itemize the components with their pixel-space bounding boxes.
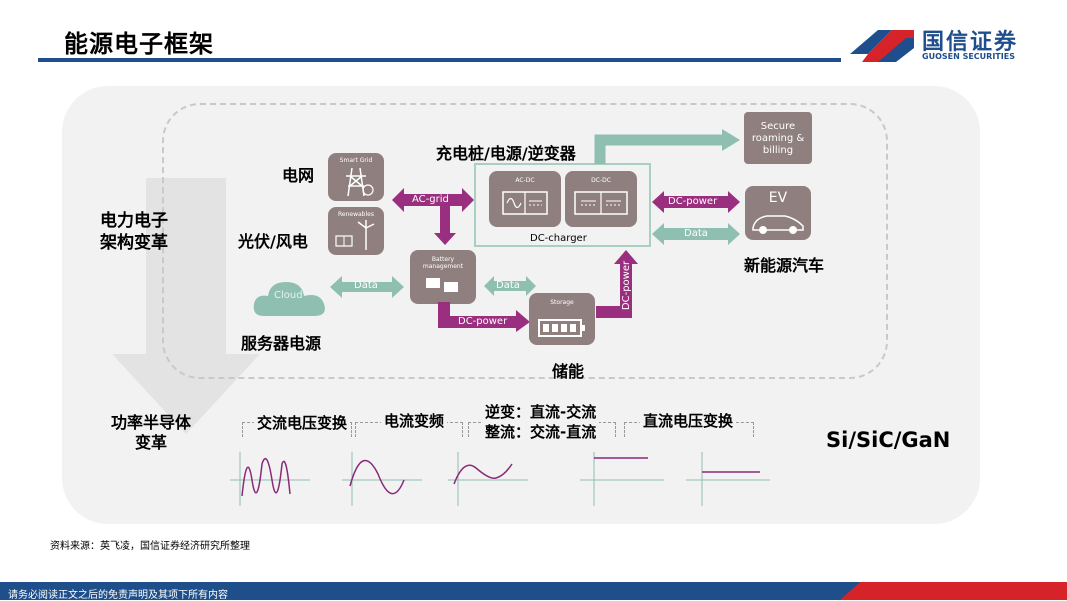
dc-dc-label: DC-DC: [591, 177, 611, 184]
renewables-node: Renewables: [328, 207, 384, 255]
dc-power-vertical-arrow: [596, 250, 638, 318]
dc-power-vertical-label: DC-power: [621, 260, 633, 311]
source-note: 资料来源：英飞凌，国信证券经济研究所整理: [50, 541, 250, 552]
ac-grid-label: AC-grid: [412, 194, 449, 205]
waveform-ac-voltage: [230, 452, 310, 506]
dc-power-ev-label: DC-power: [668, 196, 718, 207]
secure-billing-node: Secure roaming & billing: [744, 112, 812, 164]
footer-bar: [0, 582, 1067, 600]
data-battery-label: Data: [496, 280, 520, 291]
ev-label: 新能源汽车: [744, 256, 825, 275]
ac-dc-node: AC-DC: [489, 171, 561, 227]
charger-label: 充电桩/电源/逆变器: [436, 144, 576, 163]
grid-label: 电网: [282, 166, 315, 185]
system-boundary: [162, 103, 888, 379]
storage-node-label: Storage: [550, 299, 574, 306]
battery-storage-icon: [538, 319, 585, 337]
dc-power-bottom-label: DC-power: [458, 316, 508, 327]
dc-charger-label: DC-charger: [530, 233, 587, 244]
ev-node-label: EV: [768, 190, 788, 206]
data-cloud-label: Data: [354, 280, 378, 291]
smart-grid-label: Smart Grid: [339, 157, 373, 164]
data-ev-arrow: [652, 223, 740, 245]
waveform-dc-input: [580, 452, 664, 506]
smart-grid-node: Smart Grid: [328, 153, 384, 201]
dc-power-ev-arrow: [652, 191, 740, 213]
cloud-label: Cloud: [274, 290, 303, 301]
solar-wind-icon: [335, 220, 375, 250]
data-arrow-battery: [484, 276, 536, 296]
conversion-ac-voltage: 交流电压变换: [254, 412, 351, 433]
ac-dc-converter-icon: [502, 191, 548, 215]
storage-label: 储能: [552, 362, 585, 381]
dc-dc-converter-icon: [574, 191, 628, 215]
cloud-icon: [253, 282, 325, 316]
reform-down-arrow: [112, 178, 260, 434]
ac-grid-arrow: [392, 188, 474, 245]
battery-icon: [426, 278, 458, 292]
data-arrow-cloud: [330, 276, 404, 298]
waveform-frequency: [342, 452, 422, 506]
battery-management-node: Battery management: [410, 250, 476, 304]
materials-label: Si/SiC/GaN: [826, 428, 951, 452]
server-label: 服务器电源: [241, 334, 322, 353]
secure-arrow: [594, 129, 740, 164]
logo-name-cn: 国信证券: [922, 30, 1019, 55]
waveform-dc-output: [686, 452, 770, 506]
data-ev-label: Data: [684, 228, 708, 239]
waveform-inverter: [448, 452, 528, 506]
guosen-logo-icon: [850, 30, 914, 62]
power-tower-icon: [346, 167, 374, 197]
semiconductor-reform-label: 功率半导体 变革: [111, 413, 192, 452]
title-rule: [38, 58, 841, 62]
storage-node: Storage: [529, 293, 595, 345]
secure-billing-label: Secure roaming & billing: [751, 121, 805, 156]
conversion-dc-voltage: 直流电压变换: [640, 410, 737, 431]
renewables-label: Renewables: [338, 211, 374, 218]
ev-node: EV: [745, 186, 811, 240]
footer-accent: [820, 582, 1067, 600]
battery-management-label: Battery management: [422, 256, 464, 270]
power-reform-label: 电力电子 架构变革: [100, 211, 168, 253]
conversion-inverter: 逆变：直流-交流 整流：交流-直流: [482, 402, 600, 442]
car-icon: [752, 215, 804, 234]
dc-dc-node: DC-DC: [565, 171, 637, 227]
ac-dc-label: AC-DC: [515, 177, 535, 184]
conversion-frequency: 电流变频: [381, 410, 448, 431]
footer-disclaimer: 请务必阅读正文之后的免责声明及其项下所有内容: [8, 590, 228, 601]
dc-power-bottom-arrow: [438, 302, 530, 332]
pv-wind-label: 光伏/风电: [238, 232, 308, 251]
logo-name-en: GUOSEN SECURITIES: [922, 52, 1015, 61]
page-title: 能源电子框架: [64, 30, 214, 58]
